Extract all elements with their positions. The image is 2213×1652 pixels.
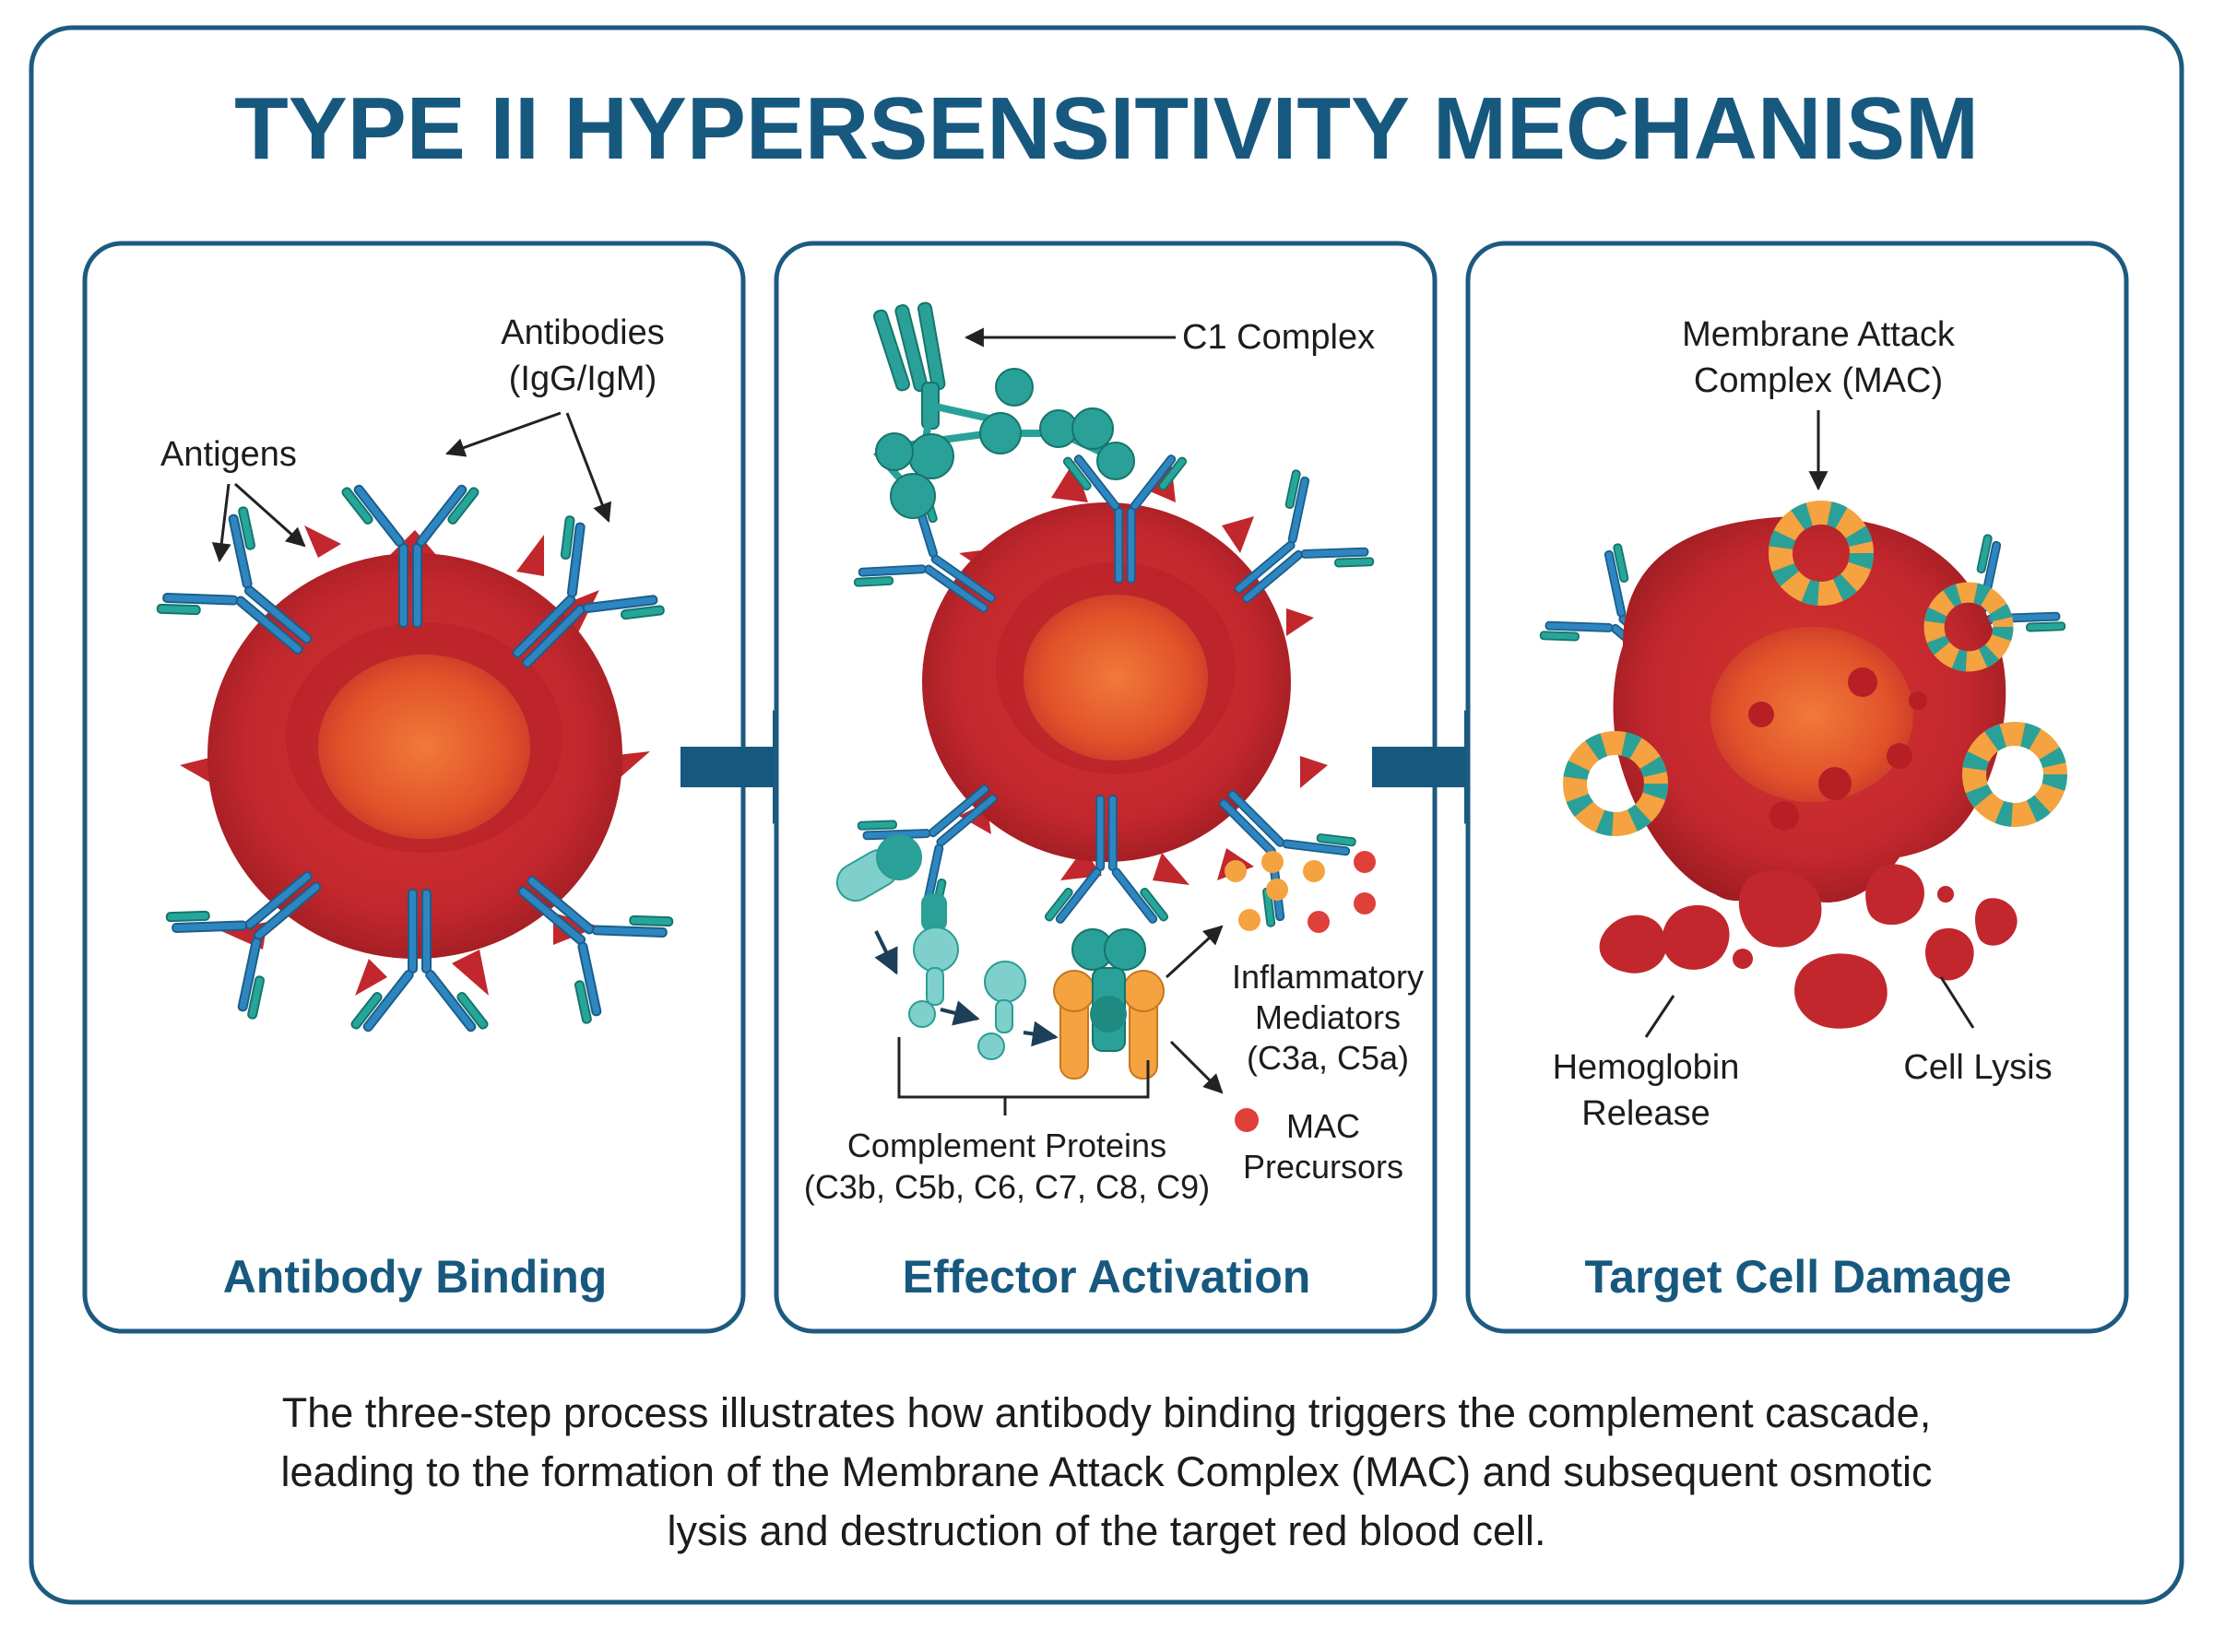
cell-center bbox=[318, 655, 530, 839]
assembling-mac-complex bbox=[1053, 928, 1165, 1080]
label-c3a-c5a: (C3a, C5a) bbox=[1247, 1039, 1409, 1077]
label-precursors: Precursors bbox=[1243, 1148, 1403, 1186]
label-antigens: Antigens bbox=[160, 435, 297, 474]
complement-bracket bbox=[897, 1037, 1150, 1099]
label-c1-complex: C1 Complex bbox=[1182, 318, 1375, 357]
label-release: Release bbox=[1581, 1094, 1710, 1133]
label-hemoglobin: Hemoglobin bbox=[1553, 1048, 1740, 1087]
label-cell-lysis: Cell Lysis bbox=[1903, 1048, 2052, 1087]
panel-2-title: Effector Activation bbox=[903, 1251, 1311, 1303]
label-complement-proteins: Complement Proteins bbox=[847, 1127, 1166, 1164]
panel-target-cell-damage: Membrane Attack Complex (MAC) Hemoglobin… bbox=[1465, 241, 2129, 1334]
panel-antibody-binding: Antibodies (IgG/IgM) Antigens Antibody B… bbox=[82, 241, 746, 1334]
label-complex-mac: Complex (MAC) bbox=[1694, 361, 1943, 400]
caption-line-2: leading to the formation of the Membrane… bbox=[281, 1448, 1933, 1495]
panel-1-title: Antibody Binding bbox=[223, 1251, 608, 1303]
membrane-pores bbox=[1748, 667, 1927, 831]
label-membrane-attack: Membrane Attack bbox=[1682, 315, 1956, 354]
panel-3-title: Target Cell Damage bbox=[1584, 1251, 2011, 1303]
inflammatory-mediators bbox=[1225, 851, 1376, 933]
label-antibodies: Antibodies bbox=[501, 313, 664, 352]
label-mediators: Mediators bbox=[1255, 998, 1401, 1036]
c1-complex-icon bbox=[872, 301, 1135, 519]
caption-line-1: The three-step process illustrates how a… bbox=[282, 1389, 1931, 1436]
complement-proteins bbox=[835, 834, 1026, 1060]
label-inflammatory: Inflammatory bbox=[1232, 958, 1424, 996]
label-complement-list: (C3b, C5b, C6, C7, C8, C9) bbox=[804, 1168, 1210, 1206]
panel-effector-activation: C1 Complex bbox=[774, 241, 1438, 1334]
hemoglobin-fragments bbox=[1599, 864, 2018, 1029]
cell-center bbox=[1710, 627, 1913, 802]
caption-line-3: lysis and destruction of the target red … bbox=[667, 1507, 1545, 1554]
label-mac: MAC bbox=[1286, 1107, 1360, 1145]
mac-precursor-dot bbox=[1235, 1108, 1259, 1132]
cell-center bbox=[1024, 595, 1208, 761]
label-antibodies-class: (IgG/IgM) bbox=[509, 360, 657, 398]
page-title: TYPE II HYPERSENSITIVITY MECHANISM bbox=[234, 79, 1979, 178]
